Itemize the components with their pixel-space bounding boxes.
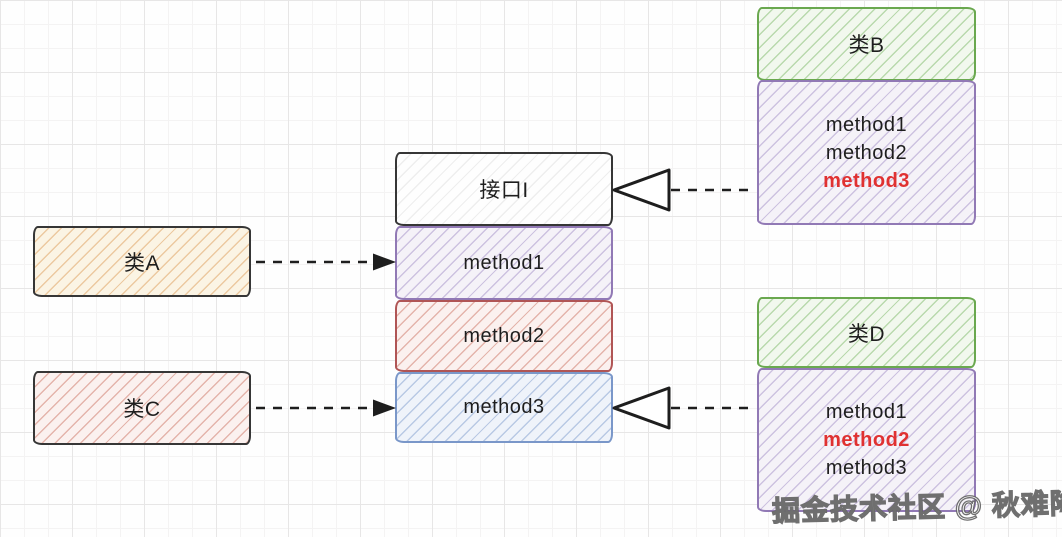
dependency-arrow-c-to-method3	[256, 399, 396, 417]
class-d-method1: method1	[825, 401, 908, 423]
class-a-title: 类A	[123, 251, 160, 275]
class-c-box: 类C	[33, 371, 251, 445]
solid-arrowhead-icon	[373, 399, 396, 417]
class-d-method2-emphasized: method2	[823, 429, 910, 451]
class-b-title: 类B	[848, 34, 885, 57]
class-d-method3: method3	[825, 457, 908, 479]
hollow-triangle-arrowhead-icon	[612, 168, 671, 212]
class-b-methods-box: method1 method2 method3	[757, 80, 976, 225]
interface-method3-box: method3	[395, 372, 613, 443]
interface-method2-box: method2	[395, 300, 613, 372]
class-d-title: 类D	[847, 322, 886, 346]
watermark: 掘金技术社区 @ 秋难降	[771, 487, 1062, 527]
realization-arrow-d-to-method3	[612, 386, 755, 430]
realization-arrow-b-to-interface	[612, 168, 755, 212]
interface-box: 接口I	[395, 152, 613, 226]
interface-title: 接口I	[479, 179, 529, 202]
class-d-methods-box: method1 method2 method3	[757, 368, 976, 512]
hollow-triangle-arrowhead-icon	[612, 386, 671, 430]
class-b-method1: method1	[825, 113, 908, 136]
class-b-method2: method2	[825, 141, 908, 164]
class-b-method3-emphasized: method3	[823, 169, 910, 192]
dependency-arrow-a-to-method1	[256, 253, 396, 271]
class-b-header-box: 类B	[757, 7, 976, 81]
class-a-box: 类A	[33, 226, 251, 297]
interface-method3: method3	[463, 396, 545, 418]
class-c-title: 类C	[123, 398, 161, 421]
interface-method2: method2	[463, 324, 545, 347]
class-d-header-box: 类D	[757, 297, 976, 368]
solid-arrowhead-icon	[373, 253, 396, 271]
interface-method1-box: method1	[395, 226, 613, 300]
interface-method1: method1	[463, 251, 545, 274]
